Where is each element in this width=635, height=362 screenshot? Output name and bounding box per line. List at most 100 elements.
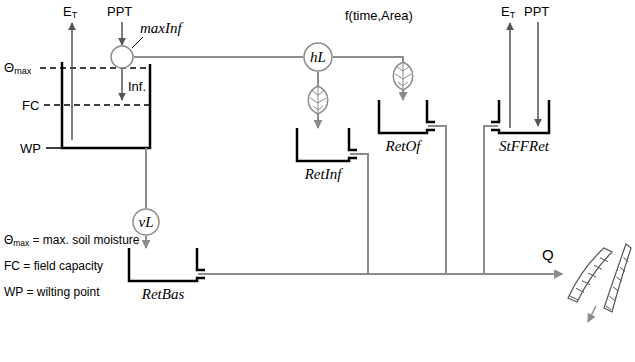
infiltration-circle: maxInf — [110, 45, 134, 69]
bank-hatch — [620, 267, 625, 271]
reservoir-bucket: StFFRet — [498, 100, 550, 134]
infiltration-arrow — [121, 69, 123, 100]
leader-line — [132, 37, 143, 48]
flow-connector — [145, 236, 147, 248]
evapotranspiration-arrow — [509, 23, 511, 128]
flux-label: PPT — [107, 4, 132, 20]
circle-outline — [111, 46, 133, 68]
key-text: Θmax = max. soil moisture — [4, 233, 140, 247]
text-wrap: hL — [303, 42, 333, 72]
text-part: Θ — [4, 60, 14, 75]
river-symbol-outline — [562, 232, 632, 327]
bank-hatch — [582, 281, 590, 285]
wilting-point-tick — [46, 147, 62, 149]
lateral-flow-circle: hL — [303, 42, 333, 72]
flux-label: Inf. — [128, 79, 146, 95]
bank-hatch — [613, 287, 618, 291]
bank-hatch — [570, 296, 578, 300]
subscript: max — [13, 238, 29, 248]
key-text: FC = field capacity — [4, 259, 103, 273]
bucket-wall — [197, 248, 205, 270]
text-part: E — [63, 4, 72, 19]
level-label: Θmax — [4, 60, 31, 76]
reservoir-bucket-outline — [296, 128, 350, 162]
bank-hatch — [594, 265, 602, 269]
leaf-icon — [308, 86, 328, 114]
leaf-icon — [393, 62, 413, 90]
circle-outline — [304, 43, 332, 71]
flow-connector — [350, 154, 562, 274]
text-part: Θ — [4, 233, 13, 247]
node-label: maxInf — [140, 19, 182, 37]
precipitation-arrow — [121, 22, 123, 45]
bucket-wall — [349, 128, 357, 150]
text-wrap: StFFRet — [499, 137, 549, 155]
flow-connector — [428, 126, 562, 274]
text-wrap: Q — [542, 246, 554, 264]
text-wrap: vL — [132, 208, 160, 236]
reservoir-bucket-outline — [498, 100, 550, 134]
text-wrap: maxInf — [140, 19, 182, 37]
percolation-wire — [145, 148, 147, 208]
circle-outline — [133, 209, 159, 235]
text-wrap: RetOf — [386, 137, 421, 155]
node-label: vL — [139, 213, 154, 231]
reservoir-bucket: RetOf — [378, 100, 428, 134]
function-label: f(time,Area) — [345, 8, 413, 24]
river-bank — [604, 244, 631, 312]
bucket-wall — [379, 100, 435, 133]
node-label: hL — [310, 48, 326, 66]
flux-label: ET — [63, 4, 77, 20]
text-part: E — [501, 4, 510, 19]
text-part: = max. soil moisture — [29, 233, 139, 247]
text-wrap: RetBas — [142, 285, 185, 303]
bank-hatch — [576, 288, 584, 292]
bank-hatch — [600, 258, 608, 262]
bank-hatch — [617, 277, 622, 281]
node-label: RetInf — [305, 165, 342, 183]
leaf-outline — [393, 62, 413, 90]
bucket-wall — [297, 128, 357, 161]
flow-connector — [333, 57, 403, 100]
evapotranspiration-arrow — [71, 23, 73, 140]
level-label: FC — [22, 98, 39, 114]
flux-label: ET — [501, 4, 515, 20]
node-label: StFFRet — [499, 137, 549, 155]
reservoir-bucket: RetBas — [128, 248, 198, 282]
leaf-veins — [310, 86, 326, 114]
outflow-arrow — [588, 306, 596, 322]
flux-label: PPT — [524, 4, 549, 20]
bank-hatch — [610, 296, 615, 300]
subscript: T — [510, 10, 516, 20]
bank-hatch — [606, 306, 611, 310]
bucket-wall — [491, 100, 549, 133]
max-moisture-line — [40, 67, 150, 69]
level-label: WP — [20, 141, 41, 157]
flow-connector — [484, 126, 562, 274]
key-text: WP = wilting point — [4, 285, 100, 299]
leaf-veins — [395, 62, 411, 90]
precipitation-arrow — [537, 22, 539, 126]
node-label: RetBas — [142, 285, 185, 303]
field-capacity-line — [44, 104, 150, 106]
subscript: max — [14, 66, 31, 76]
subscript: T — [72, 10, 78, 20]
bucket-wall — [427, 100, 435, 122]
vertical-flow-circle: vL — [132, 208, 160, 236]
river-symbol: Q — [562, 232, 632, 327]
flow-connector — [134, 56, 303, 58]
bank-hatch — [588, 273, 596, 277]
bank-hatch — [624, 258, 629, 262]
infiltration-circle-outline — [110, 45, 134, 69]
reservoir-bucket-outline — [378, 100, 428, 134]
reservoir-bucket-outline — [128, 248, 198, 282]
node-label: Q — [542, 246, 554, 264]
river-bank — [568, 248, 612, 302]
node-label: RetOf — [386, 137, 421, 155]
reservoir-bucket: RetInf — [296, 128, 350, 162]
leaf-outline — [308, 86, 328, 114]
bucket-wall — [491, 100, 499, 122]
text-wrap: RetInf — [305, 165, 342, 183]
bucket-wall — [129, 248, 205, 281]
